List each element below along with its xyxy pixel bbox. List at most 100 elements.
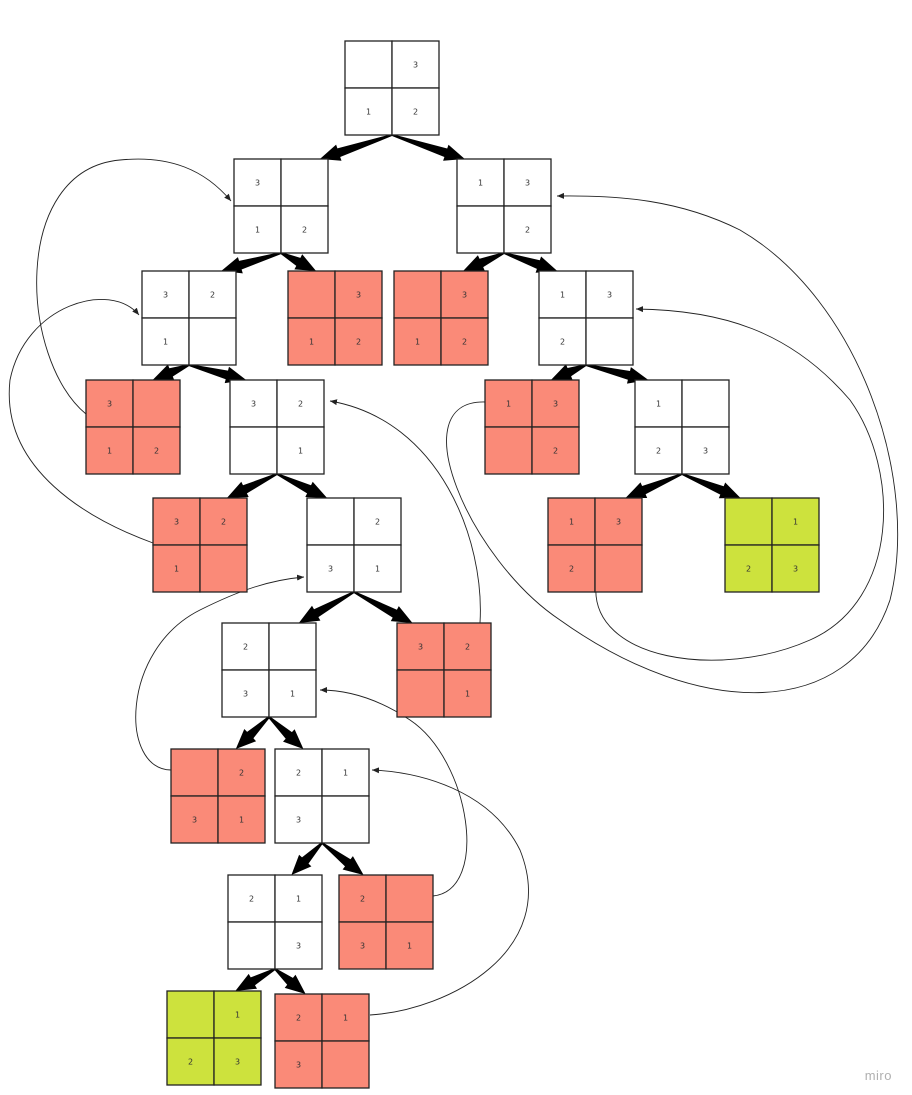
cell-number: 3 xyxy=(360,942,365,951)
tree-arrow-s18-to-s19 xyxy=(291,842,323,875)
grid-cell-top-right xyxy=(771,497,820,546)
grid-cell-bottom-right xyxy=(440,317,489,366)
grid-cell-top-right xyxy=(531,379,580,428)
cell-number: 1 xyxy=(465,690,470,699)
grid-cell-top-left xyxy=(141,270,190,319)
tree-arrow-s2-to-s6 xyxy=(503,252,558,273)
back-link-s9-to-s2 xyxy=(446,192,899,693)
grid-cell-top-left xyxy=(85,379,134,428)
cell-number: 3 xyxy=(418,643,423,652)
cell-number: 1 xyxy=(235,1011,240,1020)
grid-cell-bottom-left xyxy=(538,317,587,366)
state-node-s4-dead-end[interactable]: 3 1 2 xyxy=(287,270,383,366)
grid-cell-bottom-right xyxy=(594,544,643,593)
grid-cell-bottom-right xyxy=(321,795,370,844)
grid-cell-bottom-right xyxy=(681,426,730,475)
grid-cell-bottom-right xyxy=(503,205,552,254)
cell-number: 1 xyxy=(239,816,244,825)
cell-number: 2 xyxy=(154,447,159,456)
cell-number: 1 xyxy=(343,769,348,778)
grid-cell-bottom-right xyxy=(217,795,266,844)
cell-number: 3 xyxy=(328,565,333,574)
tree-arrow-s0-to-s2 xyxy=(391,134,465,161)
grid-cell-bottom-left xyxy=(287,317,336,366)
cell-number: 1 xyxy=(255,226,260,235)
cell-number: 1 xyxy=(560,291,565,300)
back-link-s13-to-s6 xyxy=(595,306,884,661)
cell-number: 2 xyxy=(239,769,244,778)
cell-number: 2 xyxy=(296,1014,301,1023)
cell-number: 3 xyxy=(553,400,558,409)
cell-number: 2 xyxy=(360,895,365,904)
cell-number: 2 xyxy=(746,565,751,574)
grid-cell-top-left xyxy=(393,270,442,319)
cell-number: 1 xyxy=(296,895,301,904)
grid-cell-bottom-left xyxy=(344,87,393,136)
grid-cell-bottom-left xyxy=(724,544,773,593)
cell-number: 1 xyxy=(569,518,574,527)
back-link-s22-to-s18 xyxy=(369,767,529,1016)
tree-arrow-s19-to-s22 xyxy=(274,968,306,994)
cell-number: 1 xyxy=(309,338,314,347)
cell-number: 1 xyxy=(107,447,112,456)
cell-number: 1 xyxy=(407,942,412,951)
cell-number: 1 xyxy=(793,518,798,527)
grid-cell-bottom-right xyxy=(280,205,329,254)
grid-cell-top-left xyxy=(306,497,355,546)
grid-cell-top-right xyxy=(217,748,266,797)
grid-cell-top-left xyxy=(547,497,596,546)
grid-cell-top-left xyxy=(170,748,219,797)
cell-number: 2 xyxy=(356,338,361,347)
grid-cell-bottom-right xyxy=(385,921,434,970)
back-link-s11-to-s3 xyxy=(8,299,154,544)
cell-number: 1 xyxy=(415,338,420,347)
cell-number: 3 xyxy=(607,291,612,300)
cell-number: 3 xyxy=(192,816,197,825)
grid-cell-bottom-right xyxy=(443,669,492,718)
back-link-s17-to-s12 xyxy=(135,574,305,771)
grid-cell-top-right xyxy=(132,379,181,428)
back-link-s16-to-s8 xyxy=(329,399,481,624)
grid-cell-bottom-left xyxy=(233,205,282,254)
grid-cell-bottom-left xyxy=(274,795,323,844)
state-node-s17-dead-end[interactable]: 2 3 1 xyxy=(170,748,266,844)
cell-number: 3 xyxy=(413,61,418,70)
cell-number: 2 xyxy=(375,518,380,527)
state-node-s20-dead-end[interactable]: 2 3 1 xyxy=(338,874,434,970)
cell-number: 3 xyxy=(356,291,361,300)
cell-number: 2 xyxy=(553,447,558,456)
grid-cell-top-right xyxy=(280,158,329,207)
grid-cell-bottom-left xyxy=(338,921,387,970)
cell-number: 1 xyxy=(290,690,295,699)
grid-cell-top-right xyxy=(321,993,370,1042)
grid-cell-bottom-right xyxy=(213,1037,262,1086)
cell-number: 3 xyxy=(296,942,301,951)
cell-number: 1 xyxy=(174,565,179,574)
cell-number: 1 xyxy=(343,1014,348,1023)
cell-number: 1 xyxy=(478,179,483,188)
cell-number: 3 xyxy=(255,179,260,188)
tree-arrow-s3-to-s7 xyxy=(152,364,190,381)
